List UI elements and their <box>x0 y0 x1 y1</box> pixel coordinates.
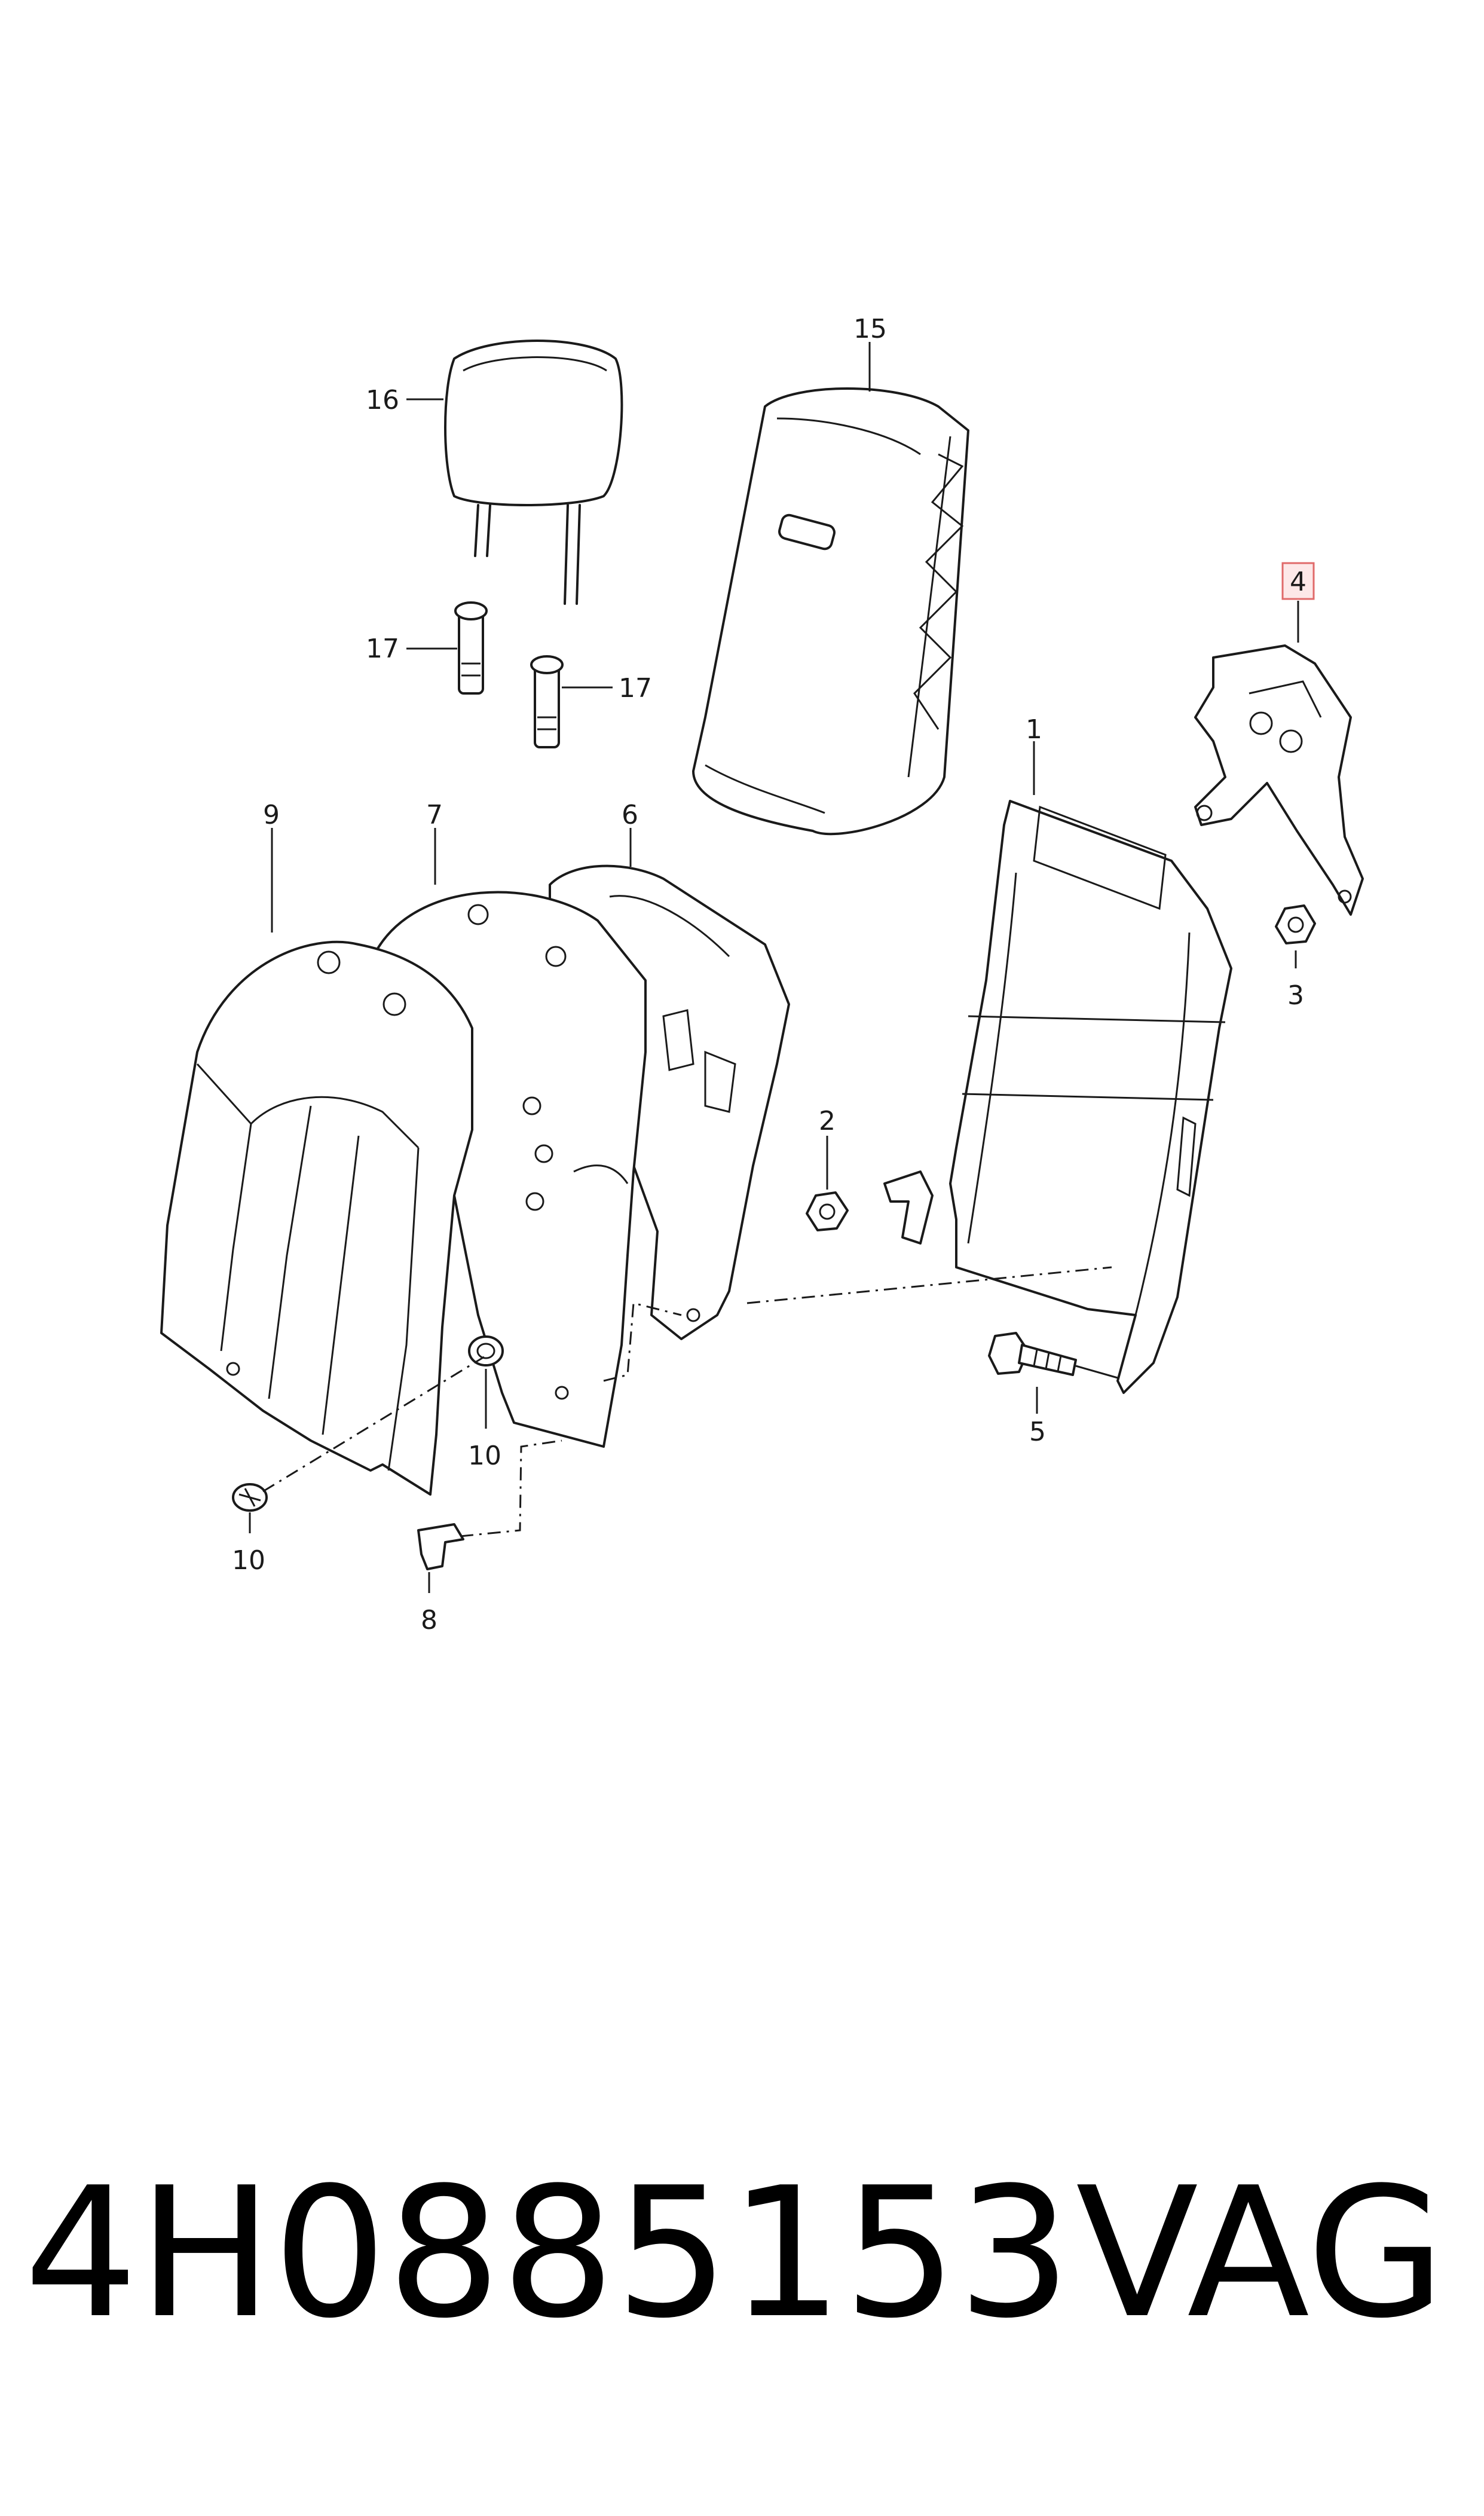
part-4-bracket[interactable] <box>1194 644 1364 916</box>
part-17-guide-right[interactable] <box>530 655 564 748</box>
callout-17-right: 17 <box>619 673 652 704</box>
part-10-clip-upper[interactable] <box>468 1335 504 1366</box>
part-9-backrest-cover[interactable] <box>160 940 473 1496</box>
callout-10-lower: 10 <box>232 1545 265 1576</box>
callout-4: 4 <box>1290 567 1306 597</box>
brand-name: VAG <box>1076 2149 1446 2358</box>
callout-9: 9 <box>263 800 280 830</box>
part-17-guide-left[interactable] <box>454 601 488 695</box>
callout-1: 1 <box>1026 714 1042 745</box>
callout-6: 6 <box>622 800 638 830</box>
part-2-nut[interactable] <box>806 1191 849 1231</box>
callout-5: 5 <box>1029 1417 1046 1447</box>
callout-16: 16 <box>366 385 399 415</box>
part-number: 4H0885153 <box>24 2149 1072 2358</box>
callout-10-upper: 10 <box>468 1441 501 1471</box>
assembly-lines <box>262 1266 1112 1537</box>
callout-15: 15 <box>853 314 887 344</box>
callout-7: 7 <box>426 800 443 830</box>
part-3-nut[interactable] <box>1275 904 1316 944</box>
part-5-bolt[interactable] <box>988 1332 1077 1376</box>
part-16-headrest[interactable] <box>444 340 623 605</box>
part-10-clip-lower[interactable] <box>232 1483 268 1512</box>
part-8-retainer[interactable] <box>417 1523 464 1570</box>
callout-4-highlight <box>1281 562 1315 600</box>
callout-17-left: 17 <box>366 634 399 664</box>
part-15-backrest-pad[interactable] <box>692 387 969 836</box>
callout-3: 3 <box>1287 980 1304 1011</box>
parts-diagram: 16 17 17 15 4 3 <box>160 314 1364 1635</box>
part-1-backrest-panel[interactable] <box>949 800 1232 1394</box>
footer: 4H0885153 VAG <box>0 2128 1484 2379</box>
callout-2: 2 <box>819 1106 836 1136</box>
callout-8: 8 <box>421 1605 437 1635</box>
part-1-mounting-tab <box>883 1170 934 1245</box>
